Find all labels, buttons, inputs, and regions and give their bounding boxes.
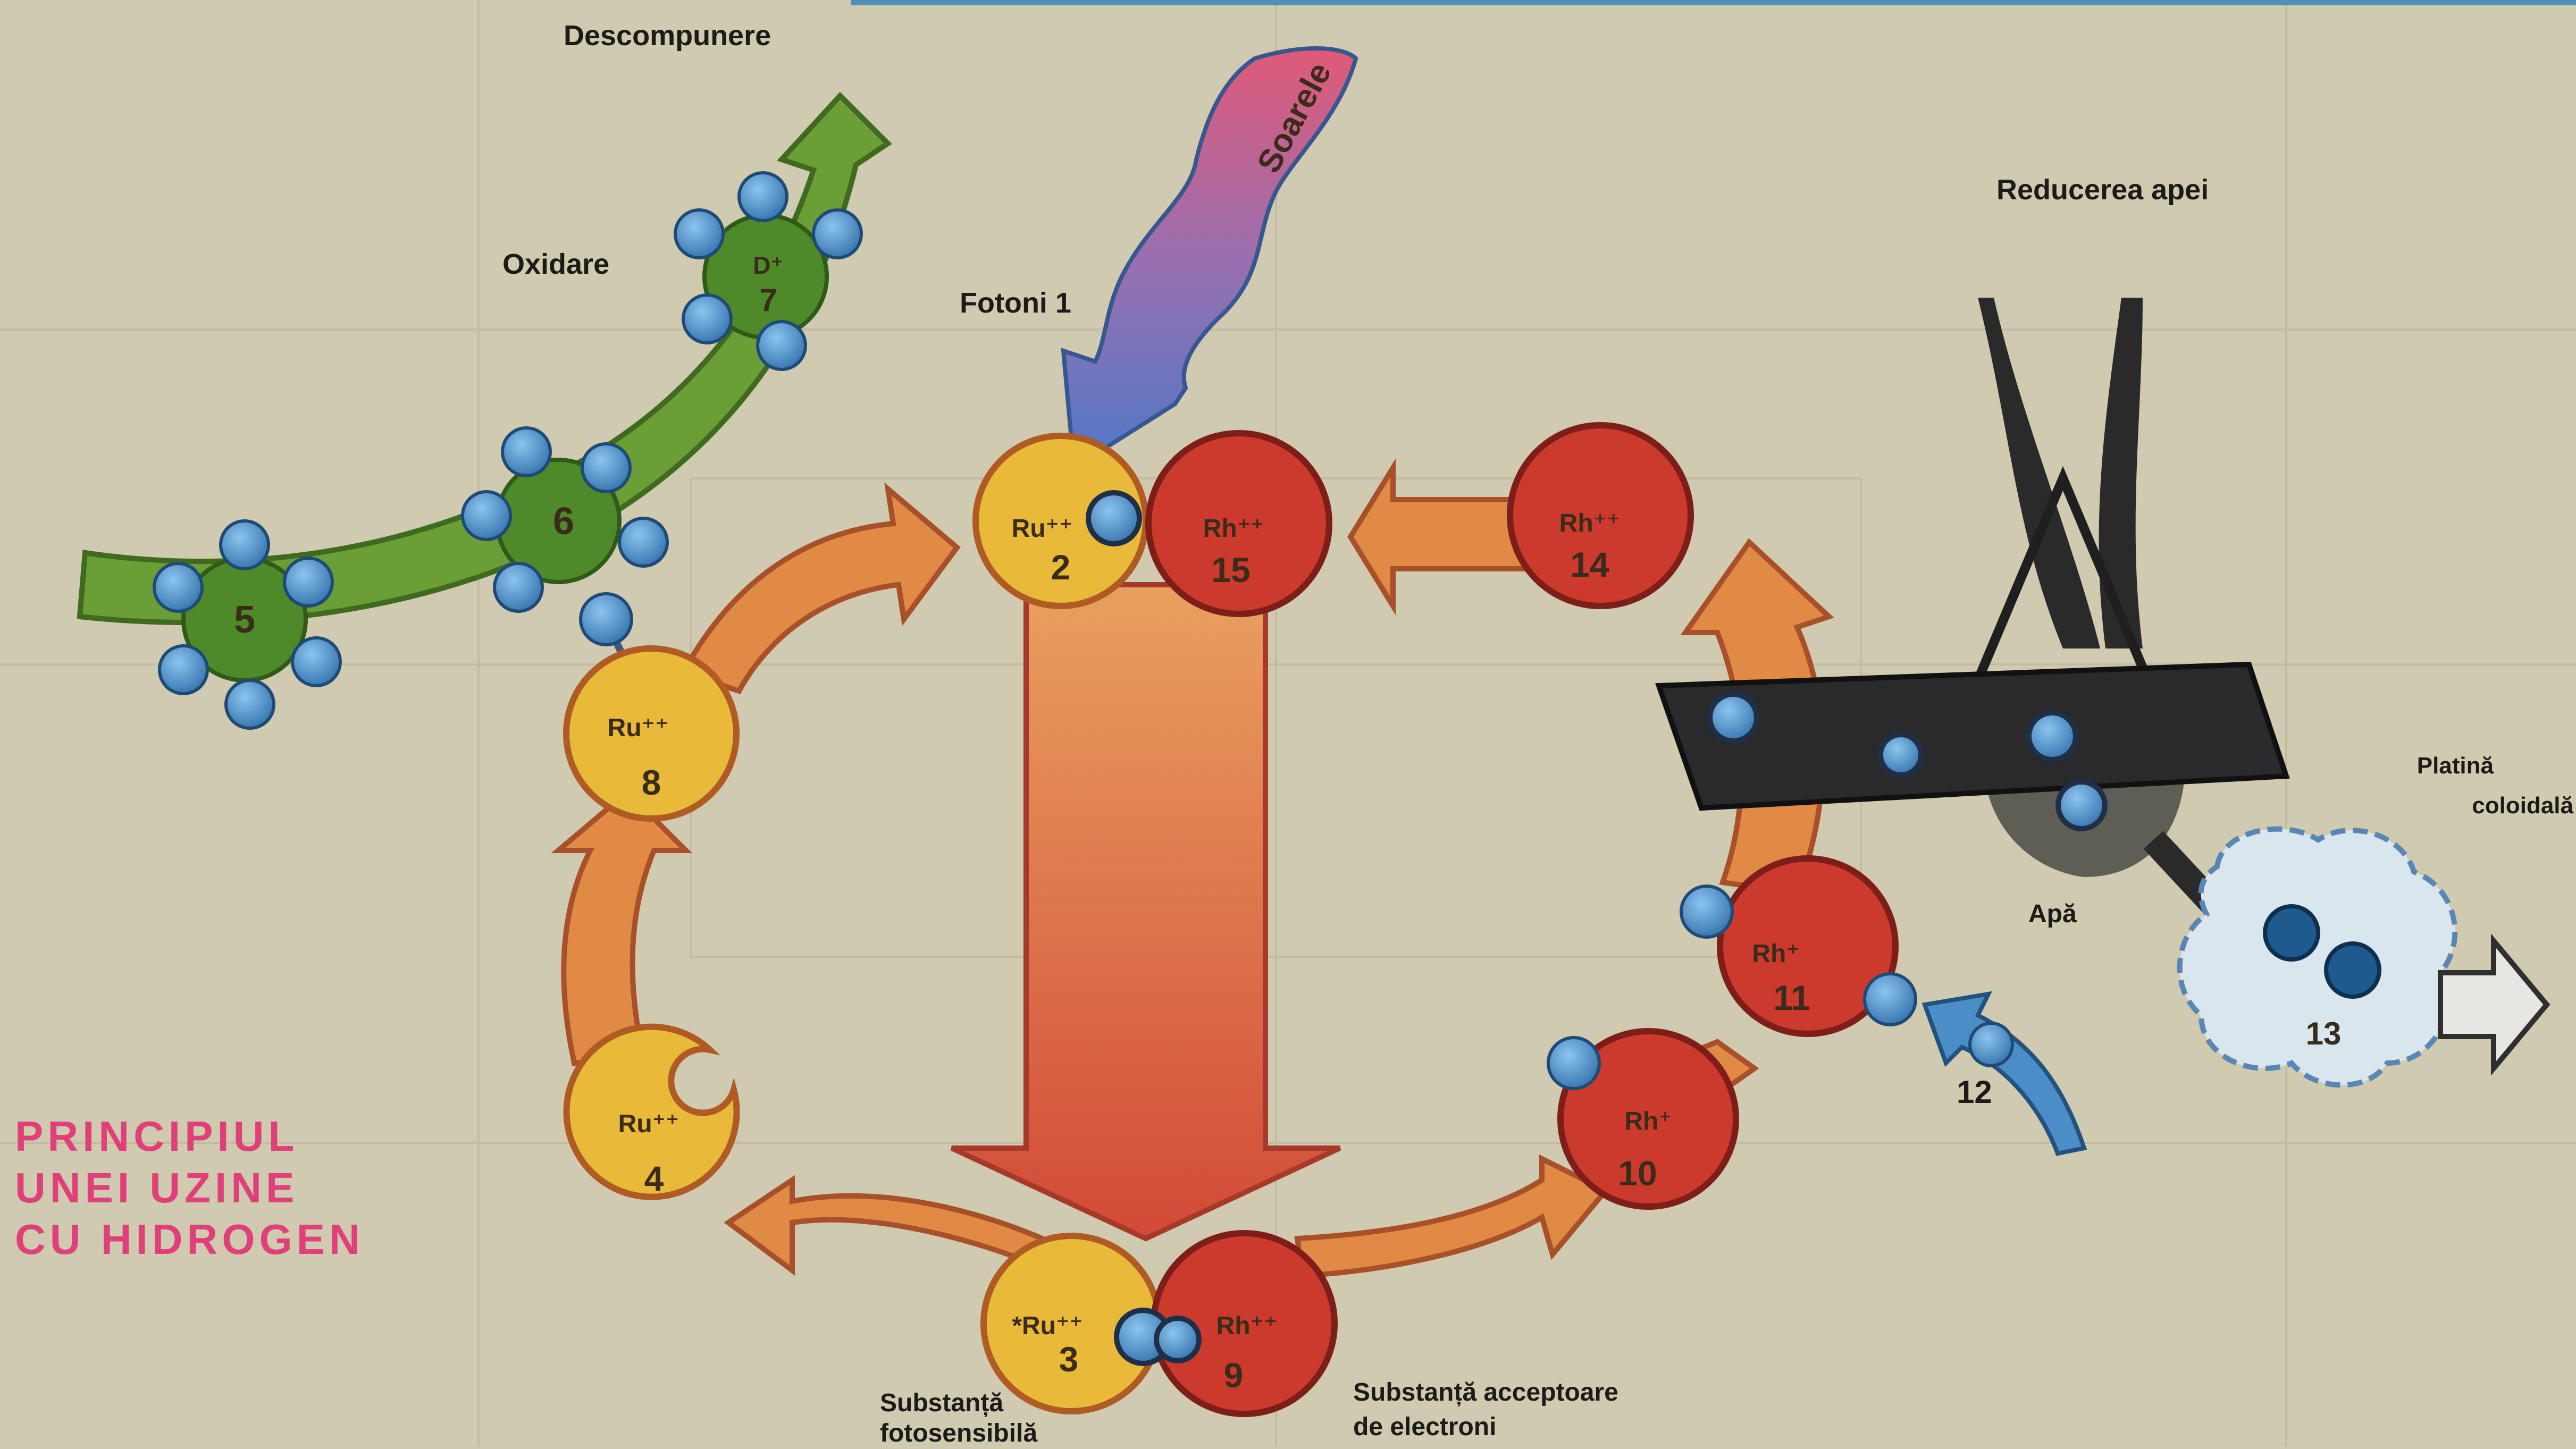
node-10-number: 10 xyxy=(1618,1153,1657,1193)
label-substanta-foto-1: Substanță xyxy=(880,1389,1003,1417)
node-3-number: 3 xyxy=(1059,1340,1079,1379)
cycle-arrow-14-to-15 xyxy=(1350,468,1531,606)
label-fotoni: Fotoni 1 xyxy=(960,287,1071,319)
node-4-number: 4 xyxy=(644,1159,664,1198)
title-line-1: PRINCIPIUL xyxy=(15,1113,298,1160)
node-8-symbol: Ru⁺⁺ xyxy=(608,714,669,742)
electron-dot xyxy=(1865,974,1916,1025)
node-rh-15: Rh⁺⁺ 15 xyxy=(1148,433,1329,614)
label-substanta-foto-2: fotosensibilă xyxy=(880,1419,1037,1446)
label-acceptoare-2: de electroni xyxy=(1353,1413,1496,1441)
electron-dot xyxy=(1156,1318,1199,1361)
node-10-symbol: Rh⁺ xyxy=(1624,1107,1672,1135)
electron-dot xyxy=(1088,493,1139,544)
electron-arrow-12 xyxy=(1925,994,2084,1153)
hydrogen-out-arrow xyxy=(2440,941,2547,1068)
label-12: 12 xyxy=(1957,1074,1992,1110)
label-apa: Apă xyxy=(2028,900,2077,928)
cycle-arrow-4-to-8 xyxy=(558,792,686,1063)
electron-dot xyxy=(1970,1023,2012,1066)
cycle-arrow-9-to-10 xyxy=(1297,1159,1606,1276)
node-8-number: 8 xyxy=(642,763,661,802)
top-edge-band xyxy=(851,0,2576,5)
diagram-title: PRINCIPIUL UNEI UZINE CU HIDROGEN xyxy=(15,1113,364,1263)
electron-dot xyxy=(1710,694,1757,741)
molecule-7-number: 7 xyxy=(759,282,777,318)
node-15-symbol: Rh⁺⁺ xyxy=(1203,515,1264,543)
node-3-symbol: *Ru⁺⁺ xyxy=(1012,1312,1083,1340)
label-acceptoare-1: Substanță acceptoare xyxy=(1353,1378,1618,1406)
node-2-symbol: Ru⁺⁺ xyxy=(1012,515,1073,543)
cycle-arrow-3-to-4 xyxy=(728,1180,1042,1270)
electron-dot xyxy=(1881,735,1921,775)
central-down-arrow xyxy=(952,585,1340,1239)
electron-dot xyxy=(1548,1038,1599,1089)
colloidal-platinum-13: 13 xyxy=(2180,829,2455,1085)
label-platina: Platină xyxy=(2417,753,2494,779)
node-4-symbol: Ru⁺⁺ xyxy=(618,1110,679,1138)
molecule-6-number: 6 xyxy=(553,500,574,543)
node-rh-14: Rh⁺⁺ 14 xyxy=(1510,425,1691,606)
electron-dot xyxy=(581,594,632,645)
node-13-number: 13 xyxy=(2306,1016,2342,1051)
node-9-number: 9 xyxy=(1224,1355,1244,1395)
node-14-number: 14 xyxy=(1570,545,1609,584)
node-ru-8: Ru⁺⁺ 8 xyxy=(566,648,736,819)
label-reducerea-apei: Reducerea apei xyxy=(1996,174,2209,206)
node-ru-4: Ru⁺⁺ 4 xyxy=(567,1027,737,1198)
label-coloidala: coloidală xyxy=(2472,793,2573,819)
label-oxidare: Oxidare xyxy=(502,248,609,280)
node-15-number: 15 xyxy=(1211,550,1250,589)
node-11-number: 11 xyxy=(1773,978,1810,1017)
node-14-symbol: Rh⁺⁺ xyxy=(1559,509,1621,537)
title-line-2: UNEI UZINE xyxy=(15,1164,298,1211)
cycle-arrow-8-to-2 xyxy=(683,489,957,691)
node-2-number: 2 xyxy=(1051,547,1071,587)
molecule-5-number: 5 xyxy=(234,599,255,641)
electron-dot xyxy=(2058,782,2105,829)
node-9-symbol: Rh⁺⁺ xyxy=(1216,1312,1278,1340)
electron-dot xyxy=(1681,886,1732,937)
electron-dot xyxy=(2029,713,2076,760)
title-line-3: CU HIDROGEN xyxy=(15,1216,364,1263)
molecule-7-symbol: D⁺ xyxy=(753,251,784,279)
node-11-symbol: Rh⁺ xyxy=(1752,940,1799,968)
label-descompunere: Descompunere xyxy=(564,20,771,52)
